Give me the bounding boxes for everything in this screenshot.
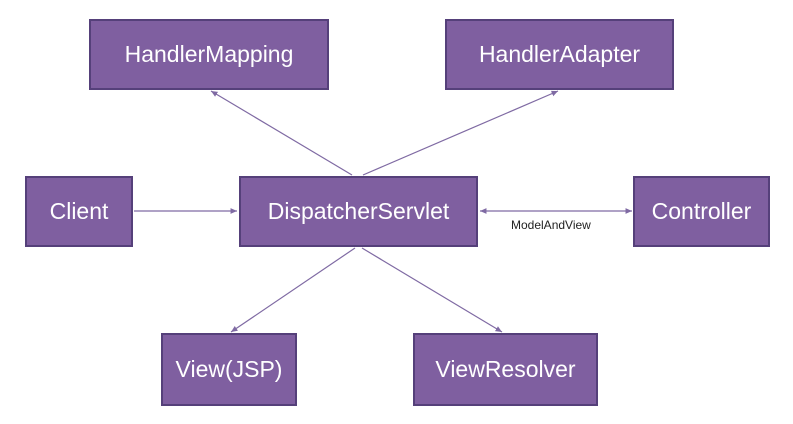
dispatcher-servlet-label: DispatcherServlet: [267, 198, 450, 224]
arrow-dispatcher-to-view-resolver: [361, 247, 503, 333]
client-label: Client: [49, 198, 109, 224]
arrow-dispatcher-to-handler-mapping: [210, 90, 353, 176]
dispatcher-servlet-node: DispatcherServlet: [239, 176, 478, 247]
handler-mapping-label: HandlerMapping: [124, 41, 294, 67]
view-resolver-label: ViewResolver: [435, 356, 576, 382]
handler-adapter-label: HandlerAdapter: [478, 41, 641, 67]
view-jsp-node: View(JSP): [161, 333, 297, 406]
arrow-dispatcher-to-view: [230, 247, 356, 333]
handler-adapter-node: HandlerAdapter: [445, 19, 674, 90]
view-jsp-label: View(JSP): [175, 356, 283, 382]
controller-node: Controller: [633, 176, 770, 247]
arrow-dispatcher-to-handler-adapter: [362, 90, 559, 176]
handler-mapping-node: HandlerMapping: [89, 19, 329, 90]
controller-label: Controller: [651, 198, 752, 224]
client-node: Client: [25, 176, 133, 247]
view-resolver-node: ViewResolver: [413, 333, 598, 406]
model-and-view-label: ModelAndView: [511, 218, 591, 232]
